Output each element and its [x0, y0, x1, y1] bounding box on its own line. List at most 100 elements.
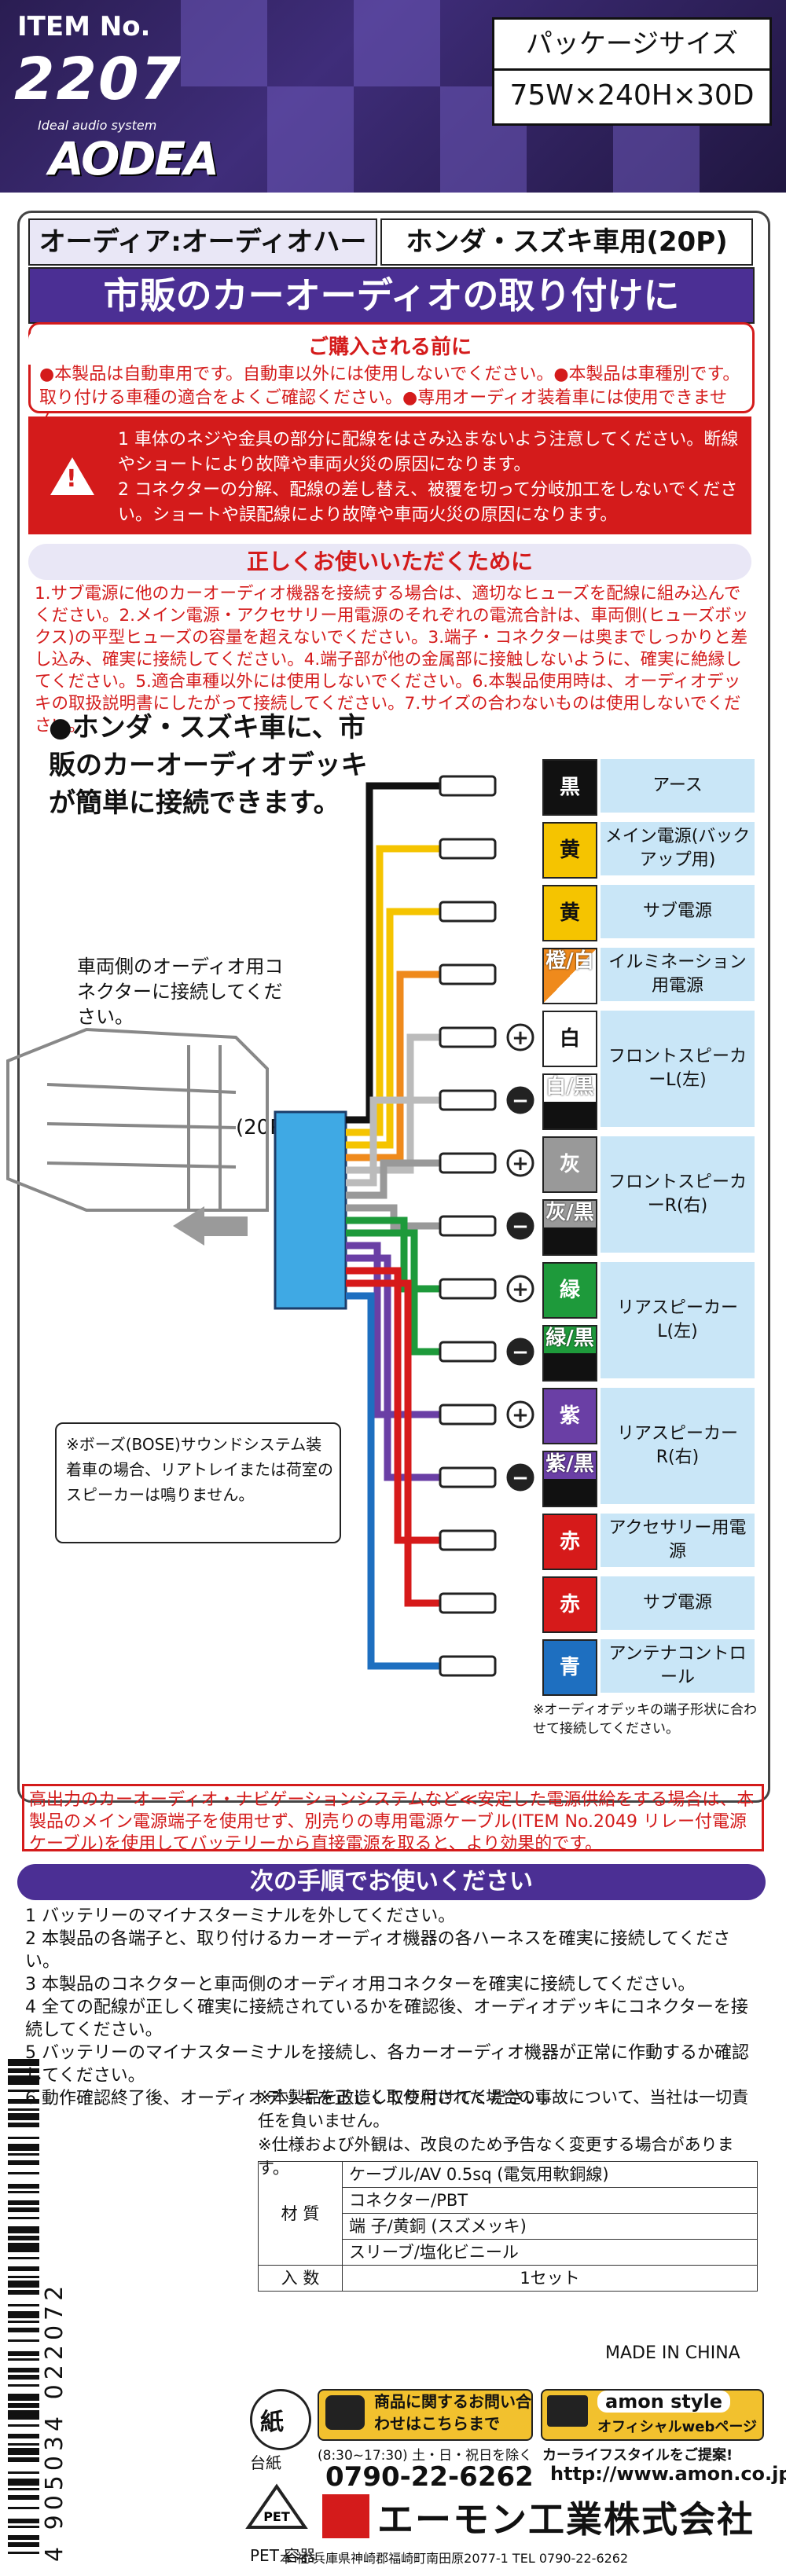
wire-terminal — [439, 1215, 497, 1237]
item-number: 2207 — [14, 46, 182, 113]
checker-tile — [613, 118, 700, 193]
barcode-bar — [8, 2535, 39, 2540]
barcode-bar — [8, 2075, 39, 2085]
product-category: オーディア:オーディオハーネス — [28, 218, 377, 302]
diagram-lead: ●ホンダ・スズキ車に、市販のカーオーディオデッキが簡単に接続できます。 — [49, 712, 368, 819]
barcode-bar — [8, 2191, 39, 2193]
connector-note: 車両側のオーディオ用コネクターに接続してください。 — [77, 956, 284, 1028]
barcode-bar — [8, 2257, 39, 2259]
barcode-bar — [8, 2304, 39, 2306]
wire-line — [346, 1096, 440, 1187]
barcode-bar — [8, 2403, 39, 2408]
warning-line-1: 1 車体のネジや金具の部分に配線をはさみ込まないよう注意してください。断線やショ… — [118, 430, 739, 475]
warning-triangle-icon — [50, 457, 94, 495]
wire-terminal — [439, 1089, 497, 1111]
main-title: 市販のカーオーディオの取り付けに — [28, 267, 755, 324]
wire-description: リアスピーカーL(左) — [601, 1262, 755, 1378]
barcode-bar — [8, 2488, 39, 2490]
wire-line — [346, 1292, 440, 1670]
wire-description: サブ電源 — [601, 885, 755, 938]
wire-description: フロントスピーカーL(左) — [601, 1011, 755, 1127]
warning-line-2: 2 コネクターの分解、配線の差し替え、被覆を切って分岐加工をしないでください。シ… — [118, 480, 738, 525]
item-label: ITEM No. — [17, 11, 151, 42]
barcode-bar — [8, 2172, 39, 2174]
wire-description: アース — [601, 759, 755, 813]
brand-tagline: Ideal audio system — [38, 118, 157, 133]
wire-terminal — [439, 1152, 497, 1174]
barcode-bar — [8, 2099, 39, 2104]
material-label: 材 質 — [258, 2161, 343, 2266]
correct-use-heading: 正しくお使いいただくために — [28, 544, 751, 580]
barcode-bar — [8, 2424, 39, 2427]
barcode-bar — [8, 2290, 39, 2295]
barcode-bar — [8, 2394, 39, 2401]
pet-recycle-icon: PET — [245, 2483, 308, 2529]
wire-description: リアスピーカーR(右) — [601, 1388, 755, 1504]
wire-description: メイン電源(バックアップ用) — [601, 822, 755, 875]
wire-description: サブ電源 — [601, 1576, 755, 1630]
bose-note-box — [55, 1422, 341, 1543]
wire-color-label: 灰 — [542, 1136, 597, 1193]
barcode-bar — [8, 2059, 39, 2066]
amon-web-label: オフィシャルwebページ — [597, 2419, 758, 2435]
company-name: エーモン工業株式会社 — [377, 2498, 755, 2541]
wire-terminal — [439, 1404, 497, 1426]
barcode-bar — [8, 2384, 39, 2387]
barcode-bar — [8, 2207, 39, 2212]
barcode-bar — [8, 2495, 39, 2500]
checker-tile — [354, 0, 440, 86]
correct-use-text: 1.サブ電源に他のカーオーディオ機器を接続する場合は、適切なヒューズを配線に組み… — [35, 584, 749, 736]
plus-icon — [506, 1400, 534, 1429]
polarity-sign: − — [512, 1215, 529, 1238]
contact-phone[interactable]: 0790-22-6262 — [325, 2461, 534, 2493]
purchase-notice-text: ●本製品は自動車用です。自動車以外には使用しないでください。●本製品は車種別です… — [39, 365, 740, 431]
steps-heading: 次の手順でお使いください — [17, 1864, 766, 1900]
bose-note-text: ※ボーズ(BOSE)サウンドシステム装着車の場合、リアトレイまたは荷室のスピーカ… — [66, 1435, 333, 1504]
package-size-value: 75W×240H×30D — [509, 79, 755, 112]
barcode-bar — [8, 2375, 39, 2380]
material-row: ケーブル/AV 0.5sq (電気用軟銅線) — [342, 2161, 758, 2188]
amon-url[interactable]: http://www.amon.co.jp — [550, 2463, 786, 2485]
wire-description: アクセサリー用電源 — [601, 1514, 755, 1567]
wire-color-label: 紫/黒 — [542, 1451, 597, 1507]
amon-style-logo: amon style — [597, 2391, 731, 2413]
terminal-note: ※オーディオデッキの端子形状に合わせて接続してください。 — [533, 1702, 758, 1737]
barcode-bar — [8, 2448, 39, 2455]
wire-line — [346, 1254, 440, 1481]
polarity-sign: + — [512, 1026, 529, 1050]
company-logo — [322, 2494, 369, 2538]
wire-color-label: 紫 — [542, 1388, 597, 1444]
barcode-bar — [8, 2457, 39, 2462]
wire-line — [346, 1267, 440, 1544]
brand-logo: AODEA — [49, 132, 219, 185]
wire-group: +−+−+−+− — [346, 775, 534, 1677]
wire-description: フロントスピーカーR(右) — [601, 1136, 755, 1253]
contact-text: 商品に関するお問い合わせはこちらまで — [374, 2392, 531, 2433]
wire-line — [346, 1216, 440, 1293]
barcode-bar — [8, 2552, 39, 2554]
step-item: 2 本製品の各端子と、取り付けるカーオーディオ機器の各ハーネスを確実に接続してく… — [25, 1929, 731, 1972]
contact-hours: (8:30~17:30) 土・日・祝日を除く — [318, 2448, 533, 2464]
recycle-label-pet: PET 容器 — [250, 2546, 316, 2565]
barcode-bar — [8, 2123, 39, 2127]
barcode-bar — [8, 2113, 39, 2120]
harness-connector — [274, 1110, 347, 1310]
barcode-bar — [8, 2526, 39, 2528]
wire-color-label: 黒 — [542, 759, 597, 816]
polarity-sign: + — [512, 1152, 529, 1176]
wire-line — [346, 782, 440, 1124]
wire-terminal — [439, 775, 497, 797]
step-item: 4 全ての配線が正しく確実に接続されているかを確認後、オーディオデッキにコネクタ… — [25, 1998, 748, 2040]
material-row: スリーブ/塩化ビニール — [342, 2239, 758, 2266]
barcode-bar — [8, 2144, 39, 2151]
wire-color-label: 青 — [542, 1639, 597, 1696]
barcode-bar — [8, 2321, 39, 2323]
barcode-bar — [8, 2153, 39, 2156]
barcode-bar — [8, 2226, 39, 2233]
barcode-bar — [8, 2471, 39, 2474]
minus-icon — [506, 1212, 534, 1240]
wire-color-label: 白/黒 — [542, 1073, 597, 1130]
paper-recycle-icon: 紙 — [250, 2389, 311, 2450]
barcode-bar — [8, 2443, 39, 2446]
wire-color-label: 灰/黒 — [542, 1199, 597, 1256]
